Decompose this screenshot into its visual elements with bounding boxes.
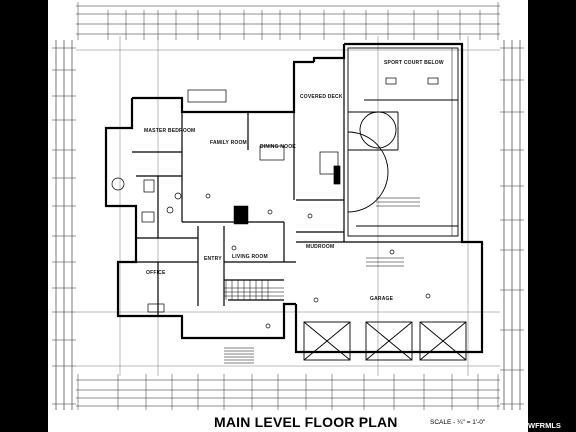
sport-court-hatch: [343, 48, 458, 237]
note-blocks: [224, 197, 420, 364]
sport-court: [347, 47, 459, 237]
room-label-dining-nook: DINING NOOK: [260, 144, 297, 150]
dimension-ticks: [52, 2, 524, 410]
room-label-garage: GARAGE: [370, 296, 394, 302]
room-label-living-room: LIVING ROOM: [232, 254, 268, 260]
room-label-family-room: FAMILY ROOM: [210, 140, 247, 146]
plan-title: MAIN LEVEL FLOOR PLAN: [214, 414, 398, 430]
interior-walls: [118, 44, 462, 316]
plan-scale: SCALE - ¼" = 1'-0": [430, 419, 486, 426]
reference-lines: [76, 36, 500, 376]
floor-plan-drawing: [52, 2, 524, 410]
stairs: [224, 205, 284, 300]
room-label-office: OFFICE: [146, 270, 166, 276]
garage-bays: [303, 321, 467, 361]
room-label-sport-court: SPORT COURT BELOW: [384, 60, 444, 66]
watermark-text: WFRMLS: [528, 421, 561, 430]
floor-plan-sheet: SPORT COURT BELOW MASTER BEDROOM FAMILY …: [48, 0, 528, 432]
fixtures: [111, 77, 439, 329]
room-label-master-bedroom: MASTER BEDROOM: [144, 128, 196, 134]
room-label-covered-deck: COVERED DECK: [300, 94, 343, 100]
room-label-mudroom: MUDROOM: [306, 244, 335, 250]
dimension-lines: [55, 5, 521, 410]
room-label-entry: ENTRY: [204, 256, 222, 262]
